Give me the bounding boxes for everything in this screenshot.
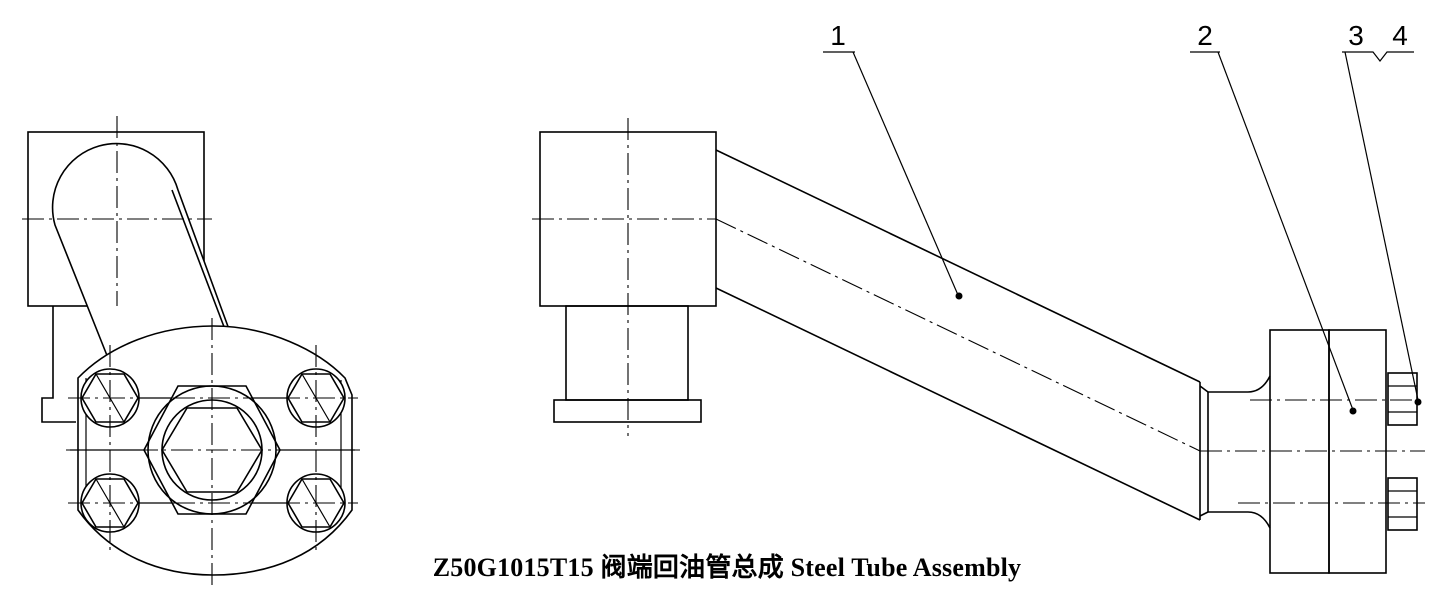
balloon-label-4: 4 bbox=[1392, 20, 1408, 51]
side-view bbox=[532, 118, 1425, 574]
balloon-label-1: 1 bbox=[830, 20, 846, 51]
drawing-caption: Z50G1015T15 阀端回油管总成 Steel Tube Assembly bbox=[432, 553, 1022, 582]
balloon-label-3: 3 bbox=[1348, 20, 1364, 51]
balloon-label-2: 2 bbox=[1197, 20, 1213, 51]
end-view-center-lines bbox=[22, 116, 360, 585]
end-view-tube bbox=[51, 142, 232, 359]
balloon-1: 1 bbox=[823, 20, 963, 300]
side-view-bolt-head-top bbox=[1387, 372, 1418, 426]
end-view-lower-tab bbox=[41, 306, 76, 423]
balloon-2: 2 bbox=[1190, 20, 1357, 415]
side-view-tube bbox=[715, 149, 1201, 521]
side-view-stem bbox=[565, 305, 689, 401]
end-view bbox=[22, 116, 360, 585]
side-view-bolt-head-bottom bbox=[1387, 477, 1418, 531]
side-view-center-lines bbox=[532, 118, 1425, 504]
balloon-3-4: 3 4 bbox=[1342, 20, 1422, 406]
